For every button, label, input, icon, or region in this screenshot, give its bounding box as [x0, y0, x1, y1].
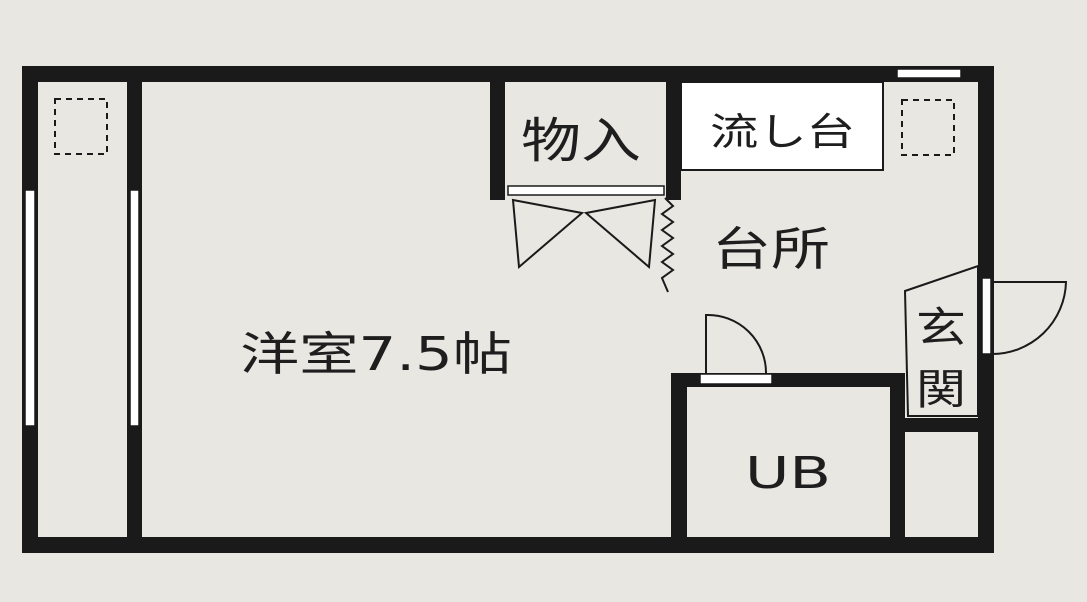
- toilet-wall: [905, 418, 978, 432]
- accordion-partition: [660, 197, 675, 293]
- sink-label: 流し台: [710, 110, 855, 154]
- entrance-label-top: 玄: [916, 303, 966, 352]
- balcony-window-inner: [129, 189, 140, 427]
- kitchen-label: 台所: [712, 222, 830, 276]
- balcony-window-outer: [24, 189, 36, 427]
- storage-label: 物入: [521, 113, 641, 169]
- front-door: [981, 277, 1068, 356]
- western-room-label: 洋室7.5帖: [240, 327, 512, 381]
- sink-counter: [680, 81, 884, 171]
- storage-closet-walls: [490, 82, 681, 200]
- unit-bath-label: UB: [745, 448, 831, 499]
- storage-door-track: [507, 185, 665, 196]
- entrance-label-bottom: 関: [916, 365, 966, 414]
- entrance-step: [903, 264, 979, 417]
- window-top: [896, 68, 962, 79]
- bath-door: [699, 313, 773, 385]
- ac-marker-left: [54, 98, 108, 155]
- ac-marker-right: [901, 99, 955, 156]
- storage-folding-doors: [511, 198, 657, 270]
